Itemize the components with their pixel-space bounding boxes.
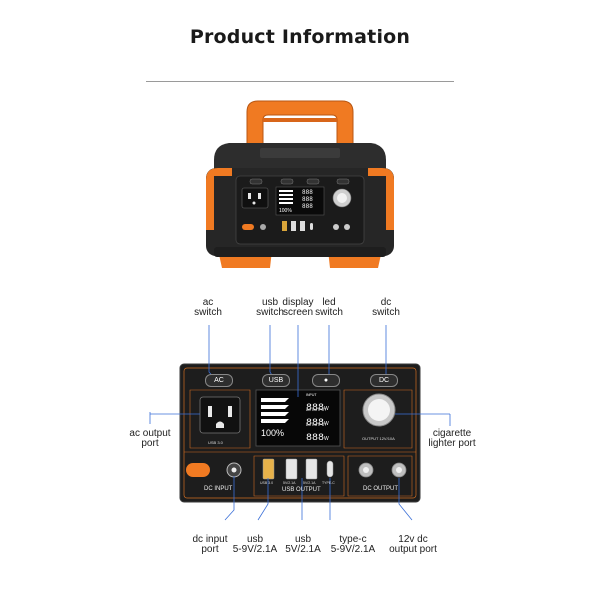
- dc-output-label: DC OUTPUT: [363, 486, 398, 492]
- callout-ac-output-port: ac output port: [129, 428, 171, 449]
- ac-button[interactable]: AC: [205, 374, 233, 387]
- display-row-dc-output: DC OUTPUT 888W: [306, 423, 329, 444]
- callout-dc-switch: dc switch: [372, 297, 400, 318]
- svg-text:888: 888: [302, 189, 313, 196]
- led-button[interactable]: ●: [312, 374, 340, 387]
- svg-text:888: 888: [302, 196, 313, 203]
- port-label-typec: TYPE-C: [322, 481, 335, 485]
- callout-usb-59v: usb 5-9V/2.1A: [232, 534, 278, 555]
- port-label-usb3: USB 3.0: [260, 481, 274, 485]
- callout-display-screen: display screen: [282, 297, 314, 318]
- page-title: Product Information: [189, 26, 411, 48]
- usb-3-label: USB 3.0: [208, 440, 223, 445]
- display-row-input: INPUT 888W: [306, 393, 329, 414]
- callout-type-c: type-c 5-9V/2.1A: [330, 534, 376, 555]
- percent-readout: 100%: [261, 428, 285, 438]
- callout-12v-dc-port: 12v dc output port: [389, 534, 437, 555]
- usb-button[interactable]: USB: [262, 374, 290, 387]
- dc-button[interactable]: DC: [370, 374, 398, 387]
- usb-output-label: USB OUTPUT: [282, 487, 321, 493]
- callout-ac-switch: ac switch: [194, 297, 222, 318]
- port-label-usb-a: 5V/2.1A: [283, 481, 296, 485]
- svg-text:100%: 100%: [279, 208, 292, 214]
- svg-text:888: 888: [302, 203, 313, 210]
- callout-usb-switch: usb switch: [256, 297, 284, 318]
- port-label-usb-b: 5V/2.1A: [303, 481, 316, 485]
- dc-input-label: DC INPUT: [204, 486, 233, 492]
- divider: [146, 81, 454, 82]
- callout-led-switch: led switch: [315, 297, 343, 318]
- display-row-ac-output: AC OUTPUT 888W: [306, 408, 329, 429]
- callout-dc-input-port: dc input port: [192, 534, 228, 555]
- output-12v-label: OUTPUT 12V/10A: [362, 436, 395, 441]
- callout-usb-5v: usb 5V/2.1A: [285, 534, 321, 555]
- callout-cigarette-port: cigarette lighter port: [428, 428, 476, 449]
